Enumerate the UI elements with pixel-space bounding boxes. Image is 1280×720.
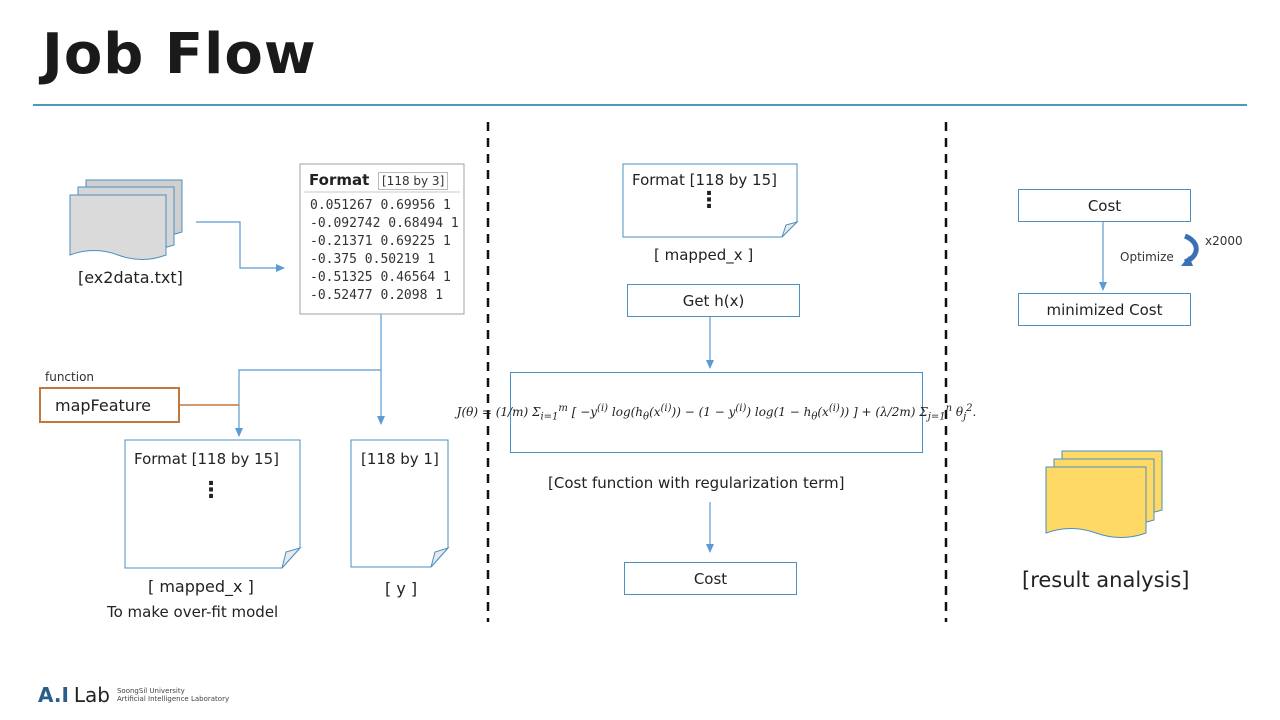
cost-formula-box: J(θ) = (1/m) Σi=1m [ −y(i) log(hθ(x(i)))… bbox=[457, 372, 976, 453]
s2-cost-box: Cost bbox=[624, 562, 797, 595]
iterations-label: x2000 bbox=[1205, 234, 1243, 248]
mapped-label: [ mapped_x ] bbox=[148, 577, 254, 596]
function-caption: function bbox=[45, 370, 95, 384]
data-row: -0.092742 0.68494 1 bbox=[310, 216, 459, 231]
optimize-loop-icon bbox=[1183, 233, 1199, 265]
s2-doc-label: [ mapped_x ] bbox=[654, 246, 754, 264]
y-label: [ y ] bbox=[385, 579, 418, 598]
optimize-label: Optimize bbox=[1120, 250, 1174, 264]
page-title: Job Flow bbox=[42, 22, 317, 87]
file-stack-icon bbox=[69, 179, 183, 260]
s3-cost-box: Cost bbox=[1018, 189, 1191, 222]
format-dims-badge: [118 by 3] bbox=[378, 172, 449, 190]
formula-caption: [Cost function with regularization term] bbox=[548, 474, 845, 492]
arrow-format-to-mapped bbox=[235, 369, 381, 437]
cost-formula-image: J(θ) = (1/m) Σi=1m [ −y(i) log(hθ(x(i)))… bbox=[456, 402, 977, 423]
data-row: -0.375 0.50219 1 bbox=[310, 252, 436, 267]
ellipsis-icon: ⋮ bbox=[698, 188, 720, 213]
get-hx-box: Get h(x) bbox=[627, 284, 800, 317]
data-row: 0.051267 0.69956 1 bbox=[310, 198, 451, 213]
result-analysis-label: [result analysis] bbox=[1022, 568, 1190, 592]
s2-doc-title: Format [118 by 15] bbox=[632, 171, 777, 189]
ellipsis-icon: ⋮ bbox=[200, 478, 222, 503]
mapped-doc-title: Format [118 by 15] bbox=[134, 450, 279, 468]
y-doc-title: [118 by 1] bbox=[361, 450, 439, 468]
input-file-label: [ex2data.txt] bbox=[78, 268, 183, 287]
data-row: -0.51325 0.46564 1 bbox=[310, 270, 451, 285]
logo-lab-text: Lab bbox=[73, 683, 110, 707]
title-divider bbox=[33, 104, 1247, 106]
data-row: -0.21371 0.69225 1 bbox=[310, 234, 451, 249]
data-row: -0.52477 0.2098 1 bbox=[310, 288, 444, 303]
minimized-cost-box: minimized Cost bbox=[1018, 293, 1191, 326]
lab-logo: A.I Lab SoongSil University Artificial I… bbox=[38, 683, 229, 707]
logo-laboratory: Artificial Intelligence Laboratory bbox=[116, 695, 230, 703]
format-data-table: 0.051267 0.69956 1 -0.092742 0.68494 1 -… bbox=[310, 197, 459, 305]
mapped-note: To make over-fit model bbox=[107, 603, 279, 621]
arrow-file-to-format bbox=[196, 221, 285, 272]
logo-ai-text: A.I bbox=[38, 683, 69, 707]
logo-university: SoongSil University bbox=[116, 687, 185, 695]
mapfeature-box: mapFeature bbox=[39, 387, 180, 423]
result-stack-icon bbox=[1045, 450, 1163, 538]
format-label: Format bbox=[309, 171, 370, 189]
